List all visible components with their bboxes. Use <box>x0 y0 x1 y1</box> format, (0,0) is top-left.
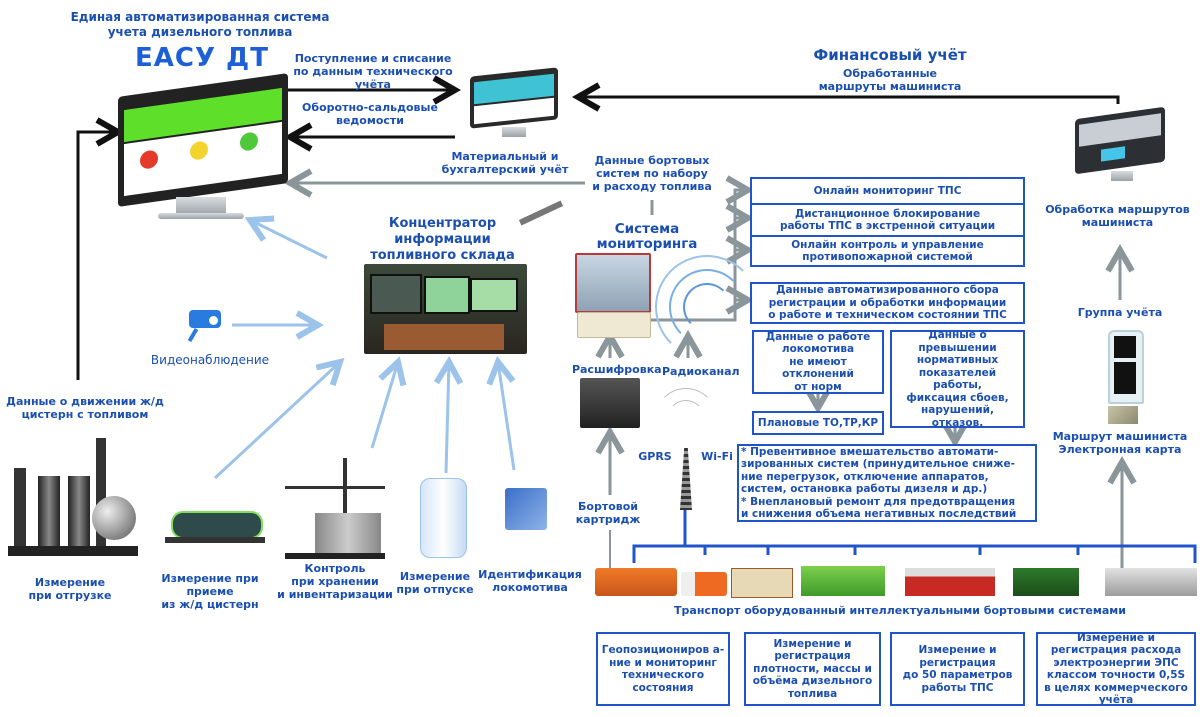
collection-box: Данные автоматизированного сбора регистр… <box>750 282 1025 324</box>
arrow-concentrator-main <box>250 220 328 260</box>
tank-car-icon <box>165 505 265 547</box>
main-monitor-image <box>118 73 288 230</box>
label-railcar-movement: Данные о движении ж/д цистерн с топливом <box>6 395 164 421</box>
planned-maintenance-box: Плановые ТО,ТР,КР <box>752 411 884 435</box>
source-label-shipment: Измерение при отгрузке <box>28 576 112 602</box>
label-electronic-card: Маршрут машиниста Электронная карта <box>1052 430 1188 456</box>
exceed-norms-box: Данные о превышении нормативных показате… <box>890 329 1025 429</box>
label-route-processing: Обработка маршрутов машиниста <box>1045 203 1190 229</box>
output-online-monitoring: Онлайн мониторинг ТПС <box>750 177 1025 205</box>
label-wifi: Wi-Fi <box>701 450 733 463</box>
label-cartridge: Бортовой картридж <box>575 500 641 526</box>
crane-storage-icon <box>285 458 385 563</box>
vehicle-service-railcar <box>731 568 793 598</box>
vehicle-fuel-truck <box>595 568 677 596</box>
bus-drops <box>703 546 1080 555</box>
arrow-railcar-movement <box>76 132 118 380</box>
label-processed-routes: Обработанные маршруты машиниста <box>818 67 962 93</box>
feature-50-parameters: Измерение и регистрация до 50 параметров… <box>890 632 1025 706</box>
laptop-icon <box>580 378 640 428</box>
source-label-receipt: Измерение при приеме из ж/д цистерн <box>161 572 259 611</box>
label-accounting-group: Группа учёта <box>1077 306 1163 319</box>
electronic-card-icon <box>1108 406 1138 424</box>
output-fire-control: Онлайн контроль и управление противопожа… <box>750 235 1025 267</box>
server-unit-icon <box>577 312 651 338</box>
camera-icon <box>185 310 221 343</box>
accounting-monitor-image <box>470 67 558 142</box>
label-onboard-data: Данные бортовых систем по набору и расхо… <box>592 154 712 193</box>
transport-row <box>595 556 1200 598</box>
vehicle-green-shunter <box>801 566 885 596</box>
arrow-source-4 <box>498 362 516 471</box>
label-material-accounting: Материальный и бухгалтерский учёт <box>441 150 569 176</box>
vehicle-red-diesel-locomotive <box>905 568 995 596</box>
source-label-dispense: Измерение при отпуске <box>396 570 474 596</box>
arrow-source-1 <box>213 362 340 480</box>
refinery-icon <box>8 438 138 558</box>
transport-caption: Транспорт оборудованный интеллектуальным… <box>674 604 1126 617</box>
locomotive-id-icon <box>505 488 547 530</box>
feature-electric-metering: Измерение и регистрация расхода электроэ… <box>1036 632 1196 706</box>
label-video: Видеонаблюдение <box>150 353 270 367</box>
feature-geopositioning: Геопозициониров а- ние и мониторинг техн… <box>596 632 730 706</box>
label-turnover: Оборотно-сальдовые ведомости <box>302 101 438 127</box>
label-radio: Радиоканал <box>662 365 740 378</box>
fuel-dispenser-icon <box>420 478 467 558</box>
monitoring-title: Система мониторинга <box>596 221 698 252</box>
concentrator-title: Концентратор информации топливного склад… <box>370 216 515 263</box>
transport-bus <box>632 544 1197 563</box>
arrow-processed-routes <box>578 97 1120 104</box>
normal-operation-box: Данные о работе локомотива не имеют откл… <box>752 330 884 394</box>
kiosk-icon <box>1108 330 1144 404</box>
label-income-writeoff: Поступление и списание по данным техниче… <box>293 52 453 91</box>
financial-title: Финансовый учёт <box>813 46 967 64</box>
routes-monitor-image <box>1075 106 1165 185</box>
feature-fuel-density: Измерение и регистрация плотности, массы… <box>744 632 881 706</box>
concentrator-photo <box>364 264 527 354</box>
vehicle-tanker-truck <box>681 572 727 596</box>
vehicle-electric-locomotive <box>1105 568 1197 596</box>
arrow-source-2 <box>370 362 398 449</box>
system-title: Единая автоматизированная система учета … <box>70 10 330 39</box>
source-label-loco-id: Идентификация локомотива <box>478 568 582 594</box>
brand-title: ЕАСУ ДТ <box>135 43 269 73</box>
radio-waves-icon <box>655 255 759 359</box>
preventive-actions-box: * Превентивное вмешательство автомати- з… <box>737 444 1037 522</box>
label-decode: Расшифровка <box>572 363 662 376</box>
label-gprs: GPRS <box>638 450 672 463</box>
output-remote-blocking: Дистанционное блокирование работы ТПС в … <box>750 203 1025 237</box>
source-label-storage: Контроль при хранении и инвентаризации <box>277 562 393 601</box>
vehicle-green-diesel-locomotive <box>1013 568 1079 596</box>
wifi-waves-icon <box>655 388 717 428</box>
arrow-source-3 <box>446 362 449 474</box>
operator-photo <box>575 253 651 313</box>
